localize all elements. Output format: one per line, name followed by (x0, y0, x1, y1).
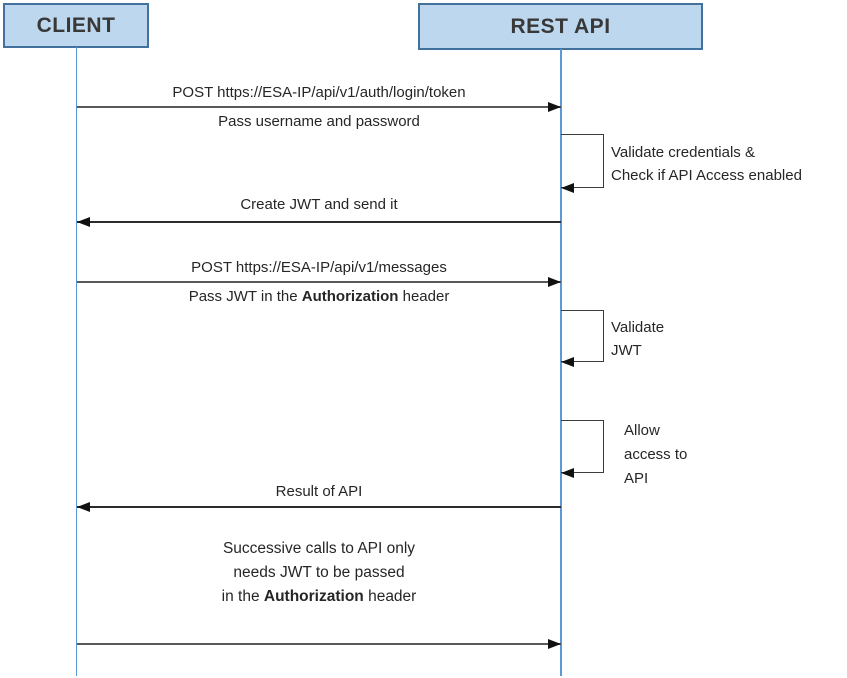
note-bold-text: Authorization (263, 588, 364, 605)
message-label: POST https://ESA-IP/api/v1/messages (191, 259, 447, 276)
arrow-head-left-icon (561, 182, 574, 193)
note-text-segment: header (363, 588, 417, 605)
self-loop-label-line: API (624, 470, 649, 487)
note-text: Successive calls to API only needs JWT t… (77, 537, 561, 609)
actor-label-client: CLIENT (36, 13, 116, 37)
message-sublabel: Pass username and password (218, 113, 420, 130)
note-text-segment: in the (221, 588, 264, 605)
lifeline-client (75, 47, 77, 676)
actor-label-rest-api: REST API (510, 14, 611, 38)
self-loop-label-line: JWT (611, 342, 642, 359)
self-loop-validate-credentials (561, 134, 604, 193)
self-loop-label-line: Check if API Access enabled (611, 167, 802, 184)
lifeline-rest-api (560, 49, 562, 676)
arrow-head-left-icon (561, 356, 574, 367)
arrow-head-left-icon (77, 502, 90, 512)
self-loop-label: Validate credentials & Check if API Acce… (611, 141, 802, 187)
message-label: Create JWT and send it (240, 196, 398, 213)
message-line (77, 221, 561, 223)
self-loop-label: Validate JWT (611, 316, 664, 362)
message-line (77, 106, 561, 108)
self-loop-label: Allow access to API (624, 419, 687, 491)
sublabel-bold-text: Authorization (301, 288, 399, 305)
arrow-head-right-icon (548, 639, 561, 649)
message-line (77, 281, 561, 283)
actor-box-rest-api: REST API (418, 3, 703, 50)
self-loop-label-line: access to (624, 446, 688, 463)
self-loop-validate-jwt (561, 310, 604, 367)
message-label: POST https://ESA-IP/api/v1/auth/login/to… (172, 84, 466, 101)
note-line: in the Authorization header (77, 585, 561, 609)
arrow-head-right-icon (548, 277, 561, 287)
self-loop-label-line: Validate credentials & (611, 144, 755, 161)
self-loop-allow-access (561, 420, 604, 478)
actor-box-client: CLIENT (3, 3, 149, 48)
message-label: Result of API (275, 483, 363, 500)
message-sublabel: Pass JWT in the Authorization header (77, 287, 561, 307)
self-loop-label-line: Allow (624, 422, 660, 439)
message-line (77, 643, 561, 645)
message-line (77, 506, 561, 508)
sublabel-text: Pass JWT in the (188, 288, 302, 305)
sublabel-text: header (398, 288, 450, 305)
arrow-head-left-icon (561, 467, 574, 478)
note-line: needs JWT to be passed (233, 564, 405, 581)
arrow-head-left-icon (77, 217, 90, 227)
self-loop-label-line: Validate (611, 319, 665, 336)
note-line: Successive calls to API only (222, 540, 416, 557)
arrow-head-right-icon (548, 102, 561, 112)
